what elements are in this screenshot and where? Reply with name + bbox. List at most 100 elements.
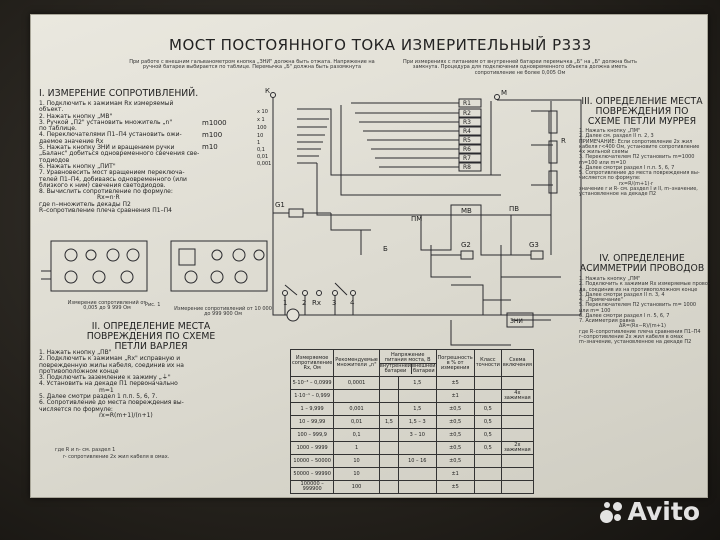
s4-line: 1. Нажать кнопку „ПМ"	[579, 276, 641, 282]
bridge-circuit-diagram: К М x 10 x 1 100 10 1 0,1 0,01 0,001 R1 …	[41, 87, 582, 346]
s3-line: числяется по формуле:	[579, 175, 641, 182]
s2-line: 1. Нажать кнопку „ПВ"	[39, 349, 112, 356]
s1-line: 1. Подключить к зажимам Rx измеряемый	[39, 100, 174, 107]
multiplier-m1000: m1000	[202, 119, 227, 127]
label-decade: 0,01	[257, 154, 268, 160]
circuit-labels: К М x 10 x 1 100 10 1 0,1 0,01 0,001 R1 …	[257, 87, 566, 325]
avito-wordmark: Avito	[627, 497, 700, 526]
s3-formula: rx=R/(m+1)·r	[619, 180, 654, 187]
col-voltage-internal: внутренней батареи	[379, 362, 413, 374]
resistor-symbol	[458, 135, 482, 145]
label-pm: ПМ	[411, 215, 422, 223]
label-terminal-k: К	[265, 87, 270, 95]
front-panel-drawing-left	[41, 240, 148, 292]
s2-line: 5. Далее смотри раздел 1 п.п. 5, 6, 7.	[39, 393, 158, 401]
label-g2: G2	[461, 241, 471, 249]
label-term-4: 4	[350, 299, 355, 307]
s1-line: 3. Ручкой „П2" установить множитель „n"	[39, 118, 173, 126]
s4-line: 5. Переключателем П2 установить m= 1000	[579, 302, 697, 309]
s1-line: объект.	[39, 106, 64, 114]
label-term-2: 2	[302, 299, 306, 307]
s1-line: где n–множитель декады П2	[39, 200, 131, 208]
s2-footnote-2: r- сопротивление 2х жил кабеля в омах.	[63, 454, 170, 460]
label-r1: R1	[463, 100, 471, 107]
label-r4: R4	[463, 128, 471, 135]
label-r5: R5	[463, 137, 471, 144]
resistor-symbol	[458, 153, 482, 163]
s1-line: даемое значение Rx	[39, 137, 104, 145]
s3-line: 4х жильной схемы	[579, 149, 629, 155]
col-voltage-label: Напряжение питания моста, В	[384, 351, 431, 363]
s1-line: телей П1–П4, добиваясь одновременного (и…	[39, 175, 187, 183]
section-2-lines: 1. Нажать кнопку „ПВ" 2. Подключить к за…	[39, 349, 239, 419]
s2-line: поврежденную жилы кабеля, соединив их на	[39, 361, 184, 369]
s3-line: кабеля r<400 Ом, установите сопротивлени…	[579, 143, 700, 150]
s1-formula: Rx=n·R	[97, 194, 120, 202]
section-2-heading: II. ОПРЕДЕЛЕНИЕ МЕСТА ПОВРЕЖДЕНИЯ ПО СХЕ…	[86, 321, 216, 352]
s1-line: по таблице.	[39, 125, 77, 133]
instruction-plate: МОСТ ПОСТОЯННОГО ТОКА ИЗМЕРИТЕЛЬНЫЙ Р333…	[30, 14, 710, 498]
label-term-1: 1	[283, 299, 287, 307]
s1-line: R–сопротивление плеча сравнения П1–П4	[39, 207, 172, 215]
table-cell: 0,5	[473, 428, 502, 442]
col-voltage-external: внешней батареи	[412, 362, 436, 374]
panel-caption-mid: Рис. 1	[145, 302, 161, 308]
s4-formula: ΔR=(Rx−R)/(m+1)	[619, 323, 666, 330]
s4-line: r–сопротивление 2х жил кабеля в омах	[579, 333, 684, 340]
s3-footnote: значение r и R- см. раздел I и II, m–зна…	[579, 185, 698, 197]
multiplier-m100: m100	[202, 131, 223, 139]
s4-line: или m= 100	[579, 307, 611, 314]
label-r6: R6	[463, 146, 471, 153]
resistor-r-symbol	[548, 110, 558, 134]
terminal-k	[270, 92, 276, 98]
section-4-lines: 1. Нажать кнопку „ПМ" 2. Подключить к за…	[579, 276, 710, 345]
label-decade: x 1	[257, 117, 265, 123]
s4-line: где R–сопротивление плеча сравнения П1–П…	[579, 328, 701, 335]
col-resistance: Измеряемое сопротивление Rx, Ом	[289, 349, 335, 377]
s1-line: 5. Нажать кнопку ЗНИ и вращением ручки	[39, 144, 175, 152]
section-1-heading: I. ИЗМЕРЕНИЕ СОПРОТИВЛЕНИЙ.	[39, 88, 199, 99]
label-b: Б	[383, 245, 388, 253]
s2-line: числяется по формуле:	[39, 405, 113, 413]
s1-line: 7. Уравновесить мост вращением переключа…	[39, 169, 185, 177]
s4-line: да, соединив их на противоположном конце	[579, 286, 698, 293]
note-top-center: При работе с внешним гальванометром кноп…	[129, 59, 375, 71]
label-zni: ЗНИ	[510, 318, 523, 325]
zni-box	[506, 312, 534, 328]
s4-line: 3. Далее смотри раздел II п. 3, 4	[579, 291, 665, 298]
s4-line: 7. Асимметрия равна	[579, 318, 635, 324]
plate-title: МОСТ ПОСТОЯННОГО ТОКА ИЗМЕРИТЕЛЬНЫЙ Р333	[169, 36, 592, 54]
s3-line: m=100 или m=10	[579, 159, 626, 166]
table-cell: 100000 – 999900	[289, 480, 335, 494]
s4-line: m–значение, установленное на декаде П2	[579, 339, 692, 345]
label-g1: G1	[275, 201, 285, 209]
label-decade: 100	[257, 125, 267, 131]
terminal-circles	[270, 92, 500, 322]
avito-logo-icon	[599, 500, 624, 524]
label-r: R	[561, 137, 566, 145]
panel-rx-terminal	[286, 308, 300, 322]
s1-line: „Баланс" добиться одновременного свечени…	[39, 150, 200, 158]
s2-line: противоположном конце	[39, 367, 119, 375]
label-decade: x 10	[257, 109, 268, 115]
galvanometer-g2	[460, 250, 474, 260]
resistor-symbol	[458, 98, 482, 108]
table-cell	[500, 480, 534, 494]
label-pv: ПВ	[509, 205, 519, 213]
terminal-4	[350, 290, 356, 296]
multiplier-m10: m10	[202, 143, 218, 151]
section-4-heading: IV. ОПРЕДЕЛЕНИЕ АСИММЕТРИИ ПРОВОДОВ	[579, 253, 705, 274]
label-mv: МВ	[461, 207, 472, 215]
spec-table: Измеряемое сопротивление Rx, Ом Рекоменд…	[289, 349, 534, 494]
label-decade: 0,001	[257, 161, 271, 167]
galvanometer-g1	[288, 208, 304, 218]
resistor-bank	[288, 98, 558, 328]
resistor-symbol	[458, 117, 482, 127]
terminal-1	[282, 290, 288, 296]
label-term-3: 3	[332, 299, 336, 307]
s2-formula: rx=R(m+1)/(n+1)	[99, 411, 153, 419]
